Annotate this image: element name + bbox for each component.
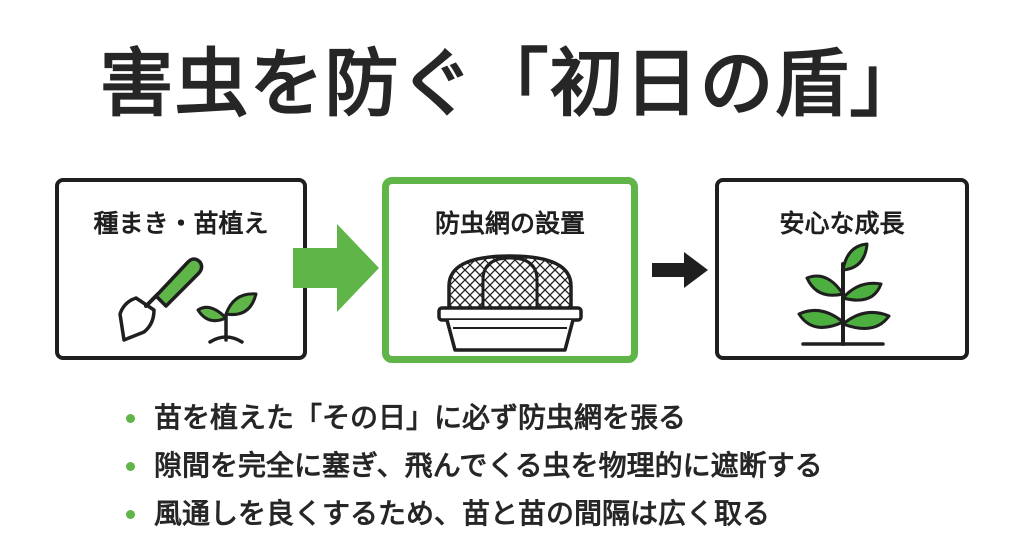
step-net-install: 防虫網の設置: [382, 177, 638, 363]
insect-net-cover-icon: [437, 254, 583, 352]
list-item: 苗を植えた「その日」に必ず防虫網を張る: [120, 398, 823, 446]
list-item-text: 風通しを良くするため、苗と苗の間隔は広く取る: [154, 497, 771, 530]
trowel-and-seedling-icon: [118, 257, 258, 344]
step-safe-growth-label: 安心な成長: [779, 209, 905, 238]
growing-plant-icon: [797, 242, 891, 346]
list-item: 隙間を完全に塞ぎ、飛んでくる虫を物理的に遮断する: [120, 446, 823, 494]
page-title: 害虫を防ぐ「初日の盾」: [99, 41, 925, 127]
bullet-dot-icon: [126, 414, 135, 423]
key-points-list: 苗を植えた「その日」に必ず防虫網を張る 隙間を完全に塞ぎ、飛んでくる虫を物理的に…: [120, 398, 823, 542]
step-safe-growth: 安心な成長: [715, 178, 969, 360]
black-arrow-icon: [652, 252, 708, 288]
bullet-dot-icon: [126, 510, 135, 519]
list-item: 風通しを良くするため、苗と苗の間隔は広く取る: [120, 494, 823, 542]
step-net-install-label: 防虫網の設置: [434, 209, 585, 238]
step-planting: 種まき・苗植え: [55, 178, 307, 360]
step-planting-label: 種まき・苗植え: [93, 209, 269, 238]
green-arrow-icon: [293, 224, 379, 312]
list-item-text: 苗を植えた「その日」に必ず防虫網を張る: [154, 401, 687, 434]
bullet-dot-icon: [126, 462, 135, 471]
list-item-text: 隙間を完全に塞ぎ、飛んでくる虫を物理的に遮断する: [154, 449, 823, 482]
